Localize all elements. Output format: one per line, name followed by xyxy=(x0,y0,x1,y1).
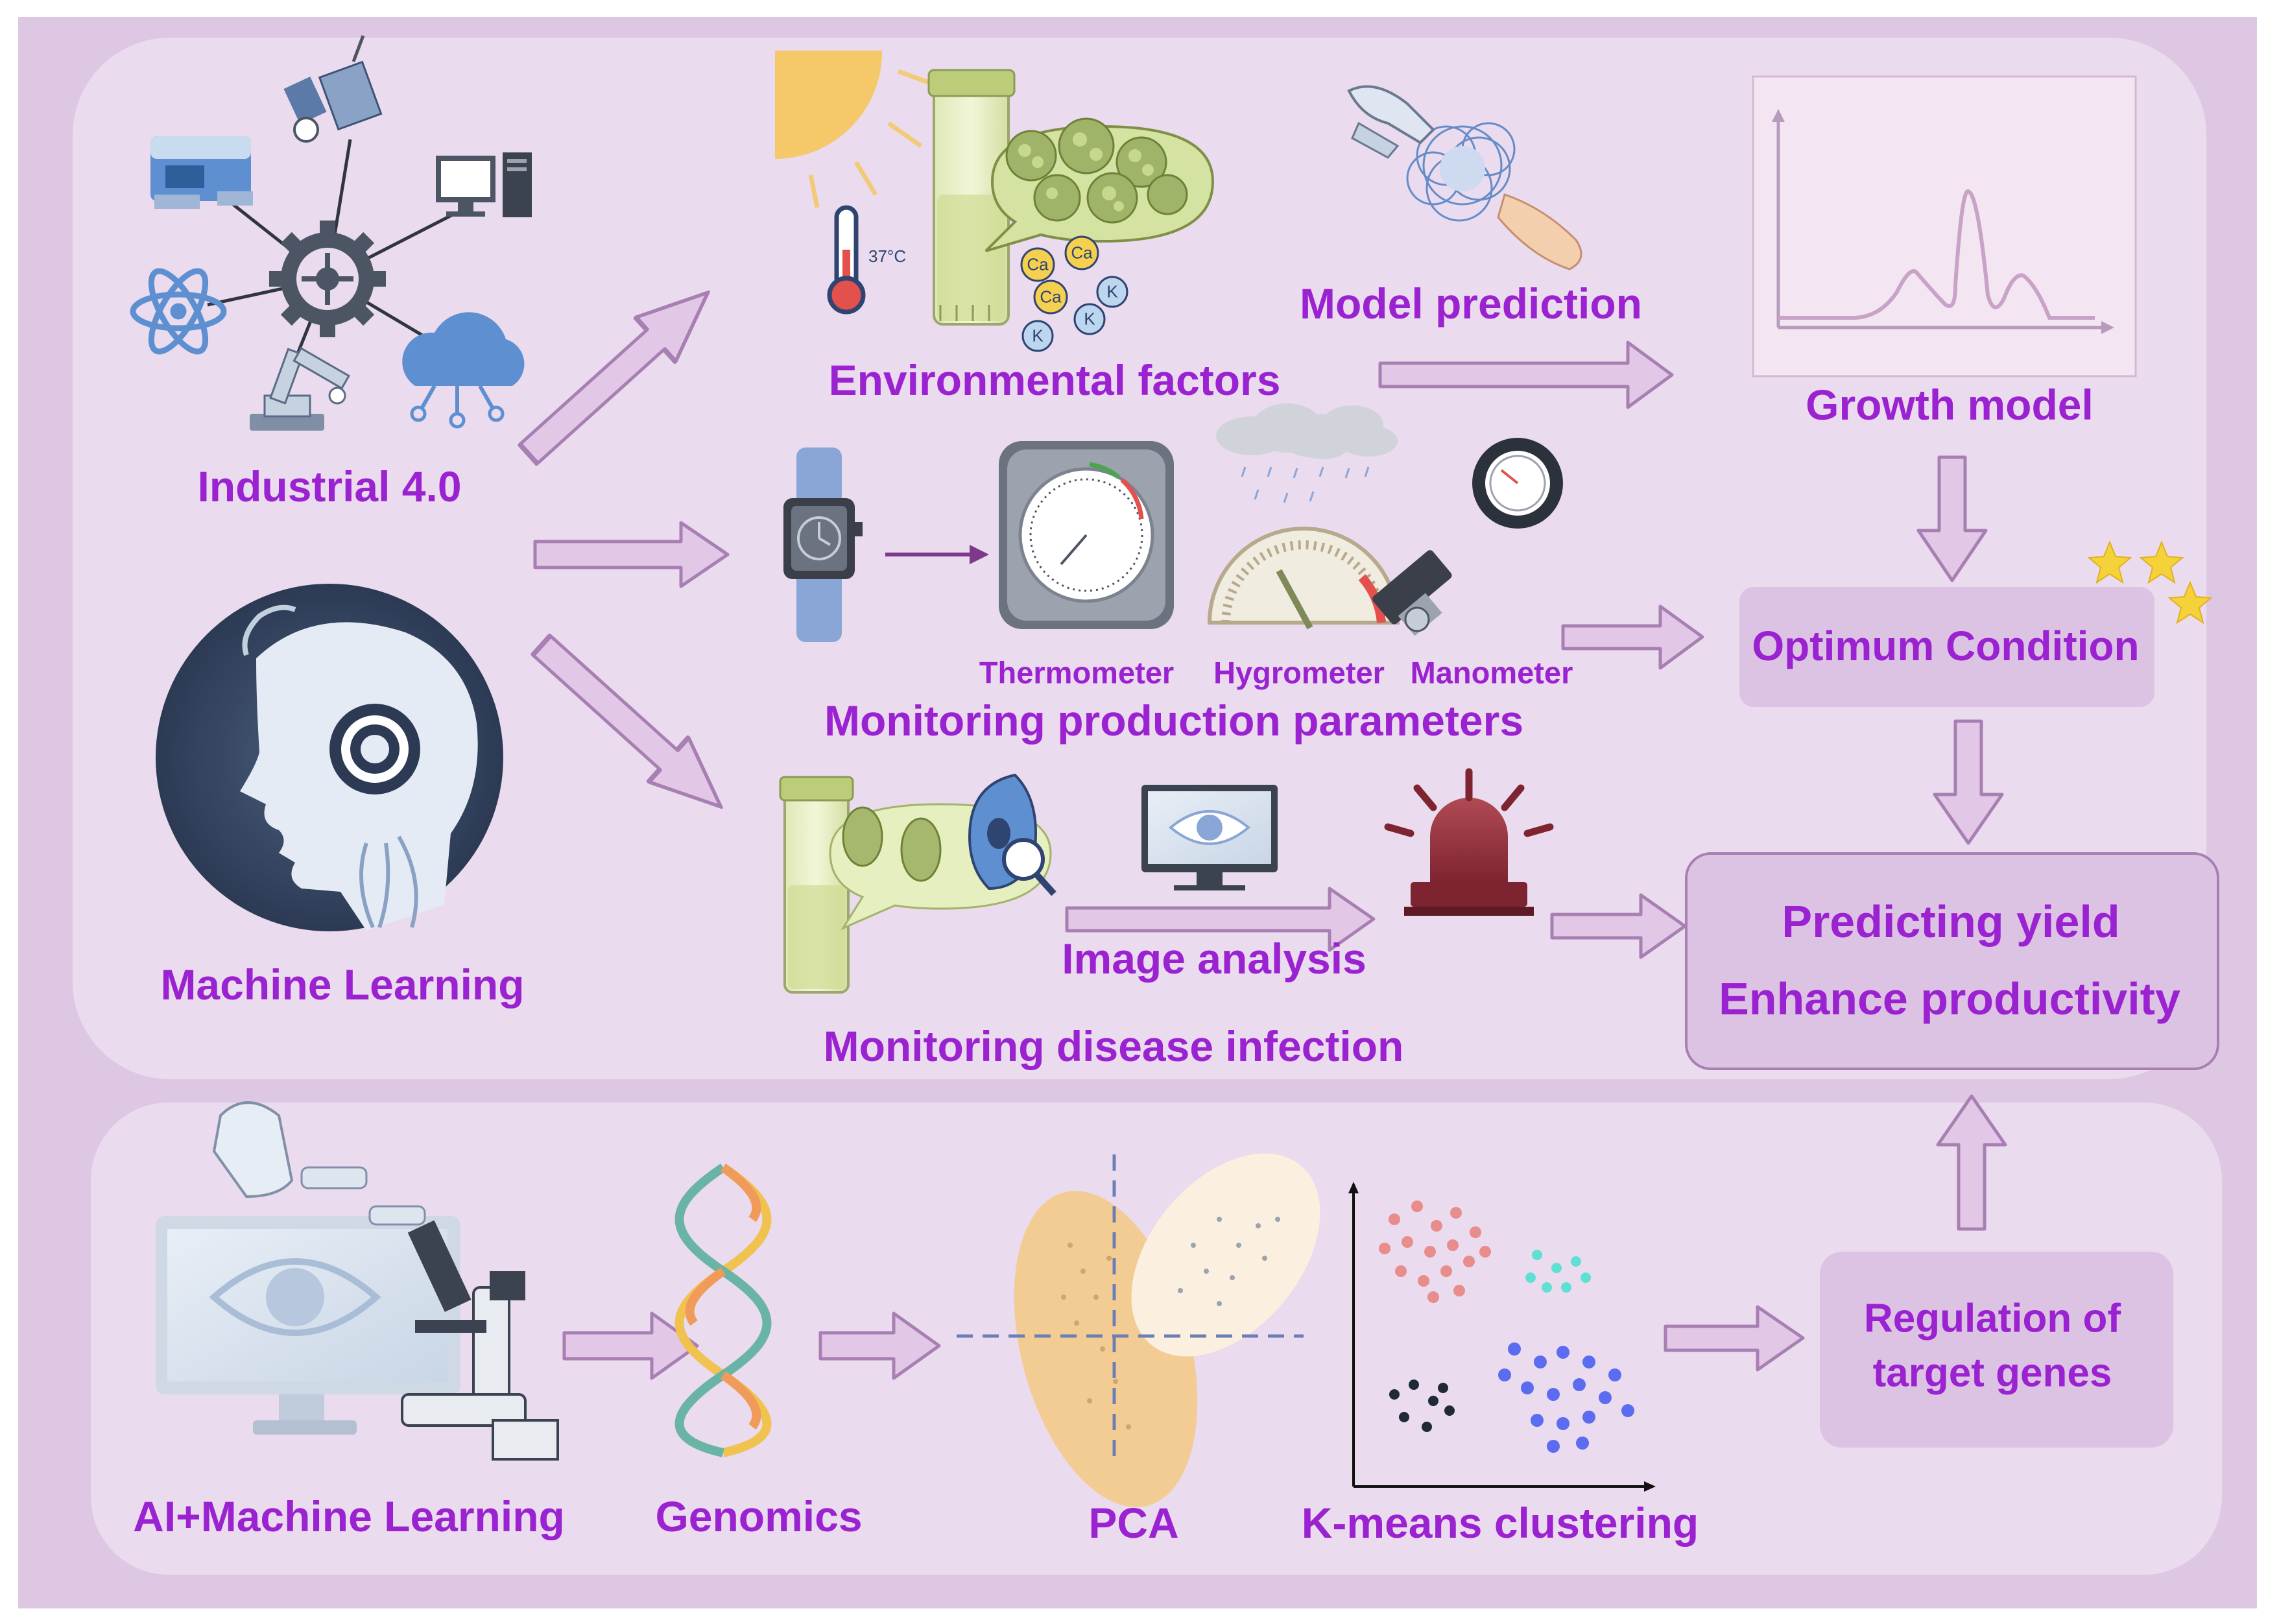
industrial-cluster xyxy=(130,35,532,431)
label-model-prediction: Model prediction xyxy=(1300,280,1642,328)
culture-tube-small-icon xyxy=(779,776,854,994)
arrow-params-to-optimum xyxy=(1561,604,1704,670)
ion-label-ca-2: Ca xyxy=(1071,243,1093,263)
growth-curve-chart-icon xyxy=(1752,75,2137,377)
manometer-icon xyxy=(1372,438,1563,636)
regulation-box xyxy=(1820,1252,2173,1448)
label-environmental: Environmental factors xyxy=(828,356,1281,404)
monitor-eye-icon xyxy=(1141,785,1278,890)
sun-icon xyxy=(775,51,935,208)
arrow-kmeans-to-regulation xyxy=(1664,1305,1805,1372)
label-optimum-condition: Optimum Condition xyxy=(1752,623,2140,669)
label-industrial: Industrial 4.0 xyxy=(197,462,462,510)
satellite-icon xyxy=(283,35,383,143)
label-regulation: Regulation of target genes xyxy=(1863,1296,2121,1395)
ion-label-k-3: K xyxy=(1032,326,1044,346)
ion-label-ca-3: Ca xyxy=(1040,287,1062,307)
robot-hand-icon xyxy=(1347,85,1582,270)
smartwatch-icon xyxy=(783,448,863,642)
ion-label-ca-1: Ca xyxy=(1027,254,1049,274)
label-enhance-productivity: Enhance productivity xyxy=(1719,973,2180,1024)
label-thermometer: Thermometer xyxy=(979,655,1175,690)
computer-icon xyxy=(150,136,253,209)
yield-box xyxy=(1685,852,2219,1070)
bug-search-icon xyxy=(968,773,1056,896)
arrow-regulation-to-yield xyxy=(1936,1094,2007,1231)
arrow-to-environmental xyxy=(518,290,710,466)
label-machine-learning: Machine Learning xyxy=(160,961,525,1009)
label-growth-model: Growth model xyxy=(1806,381,2094,429)
watch-to-thermometer-arrowhead xyxy=(970,545,989,564)
temperature-reading: 37°C xyxy=(868,246,907,266)
label-hygrometer: Hygrometer xyxy=(1213,655,1385,690)
arrow-siren-to-yield xyxy=(1550,893,1687,959)
arrow-optimum-to-yield xyxy=(1933,719,2004,845)
flow-arrows xyxy=(518,290,2007,1380)
label-kmeans: K-means clustering xyxy=(1301,1499,1699,1547)
ion-markers xyxy=(1020,235,1128,352)
optimum-condition-box xyxy=(1739,587,2154,707)
alarm-siren-icon xyxy=(1384,768,1554,916)
pca-ellipse-icon xyxy=(957,1153,1320,1507)
arrow-growth-to-optimum xyxy=(1916,455,1988,582)
arrow-to-disease xyxy=(531,633,723,809)
cloud-network-icon xyxy=(402,312,525,429)
robot-head-icon xyxy=(156,584,503,931)
label-ai-machine-learning: AI+Machine Learning xyxy=(133,1492,565,1540)
ion-label-k-1: K xyxy=(1106,281,1118,302)
arrow-to-monitoring-params xyxy=(533,521,730,588)
dna-helix-icon xyxy=(674,1164,772,1457)
label-genomics: Genomics xyxy=(655,1492,863,1540)
speech-bubble-icon xyxy=(984,117,1215,252)
ion-label-k-2: K xyxy=(1084,309,1095,329)
star-icon xyxy=(2087,540,2213,625)
arrow-ai-to-genomics xyxy=(562,1311,699,1380)
kmeans-scatter-icon xyxy=(1348,1182,1656,1492)
label-pca: PCA xyxy=(1088,1499,1179,1547)
microscope-icon xyxy=(156,1101,559,1461)
thermometer-icon xyxy=(827,205,866,315)
thermometer-gauge-icon xyxy=(999,441,1174,629)
arrow-genomics-to-pca xyxy=(818,1311,941,1380)
label-monitoring-disease: Monitoring disease infection xyxy=(823,1022,1404,1070)
label-predicting-yield: Predicting yield xyxy=(1782,896,2120,947)
gear-hub-icon xyxy=(269,221,386,337)
label-monitoring-params: Monitoring production parameters xyxy=(824,697,1524,745)
arrow-to-growth-model xyxy=(1378,340,1674,409)
server-tower-icon xyxy=(436,152,532,217)
atom-icon xyxy=(130,268,227,355)
hygrometer-gauge-icon xyxy=(1207,403,1400,630)
arrow-image-analysis xyxy=(1065,887,1376,952)
label-manometer: Manometer xyxy=(1410,655,1573,690)
robot-arm-icon xyxy=(250,347,351,431)
label-image-analysis: Image analysis xyxy=(1062,935,1366,983)
